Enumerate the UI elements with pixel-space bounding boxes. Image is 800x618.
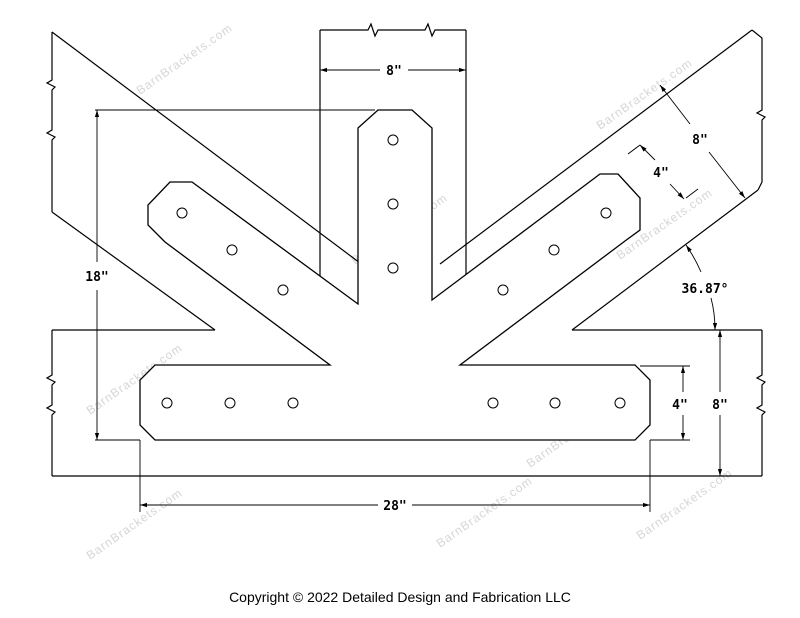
post-break (320, 22, 466, 38)
watermark-text: BarnBrackets.com (634, 466, 735, 543)
bolt-hole (387, 134, 399, 146)
bracket-plate (139, 109, 651, 441)
left-rafter (45, 31, 361, 331)
watermark-text: BarnBrackets.com (594, 56, 695, 133)
bolt-hole (161, 397, 173, 409)
bolt-hole (224, 397, 236, 409)
bolt-hole (387, 262, 399, 274)
right-rafter (439, 29, 767, 331)
dim-label-height: 18" (85, 270, 108, 285)
bolt-hole (614, 397, 626, 409)
watermark-text: BarnBrackets.com (84, 486, 185, 563)
dimension-height: 18" (85, 109, 375, 441)
bolt-hole (226, 244, 238, 256)
beam (45, 329, 767, 477)
watermark-text: BarnBrackets.com (134, 21, 235, 98)
bolt-hole (548, 244, 560, 256)
dim-label-post-width: 8" (386, 64, 402, 79)
post (319, 22, 467, 300)
dimension-leg-width: 4" (640, 365, 690, 441)
bolt-holes (161, 134, 626, 409)
bolt-hole (497, 284, 509, 296)
dimension-overall-length: 28" (139, 440, 651, 514)
beam-break-left (45, 330, 57, 476)
copyright-notice: Copyright © 2022 Detailed Design and Fab… (229, 589, 571, 605)
watermark-text: BarnBrackets.com (434, 474, 535, 551)
bolt-hole (487, 397, 499, 409)
dim-label-beam-depth: 8" (712, 398, 728, 413)
dim-label-angle: 36.87° (682, 282, 729, 297)
bolt-hole (600, 207, 612, 219)
dim-label-rafter-width: 8" (692, 133, 708, 148)
dim-label-leg-width: 4" (672, 398, 688, 413)
bolt-hole (387, 198, 399, 210)
bolt-hole (176, 207, 188, 219)
dimension-beam-depth: 8" (712, 330, 728, 476)
bolt-hole (277, 284, 289, 296)
beam-break-right (755, 330, 767, 476)
dim-label-overall-length: 28" (383, 499, 406, 514)
dimension-angle: 36.87° (682, 244, 729, 331)
dim-label-rafter-arm: 4" (653, 166, 669, 181)
dimension-rafter-width: 8" 4" (627, 84, 746, 200)
bolt-hole (287, 397, 299, 409)
bolt-hole (549, 397, 561, 409)
dimension-post-width: 8" (320, 64, 466, 79)
